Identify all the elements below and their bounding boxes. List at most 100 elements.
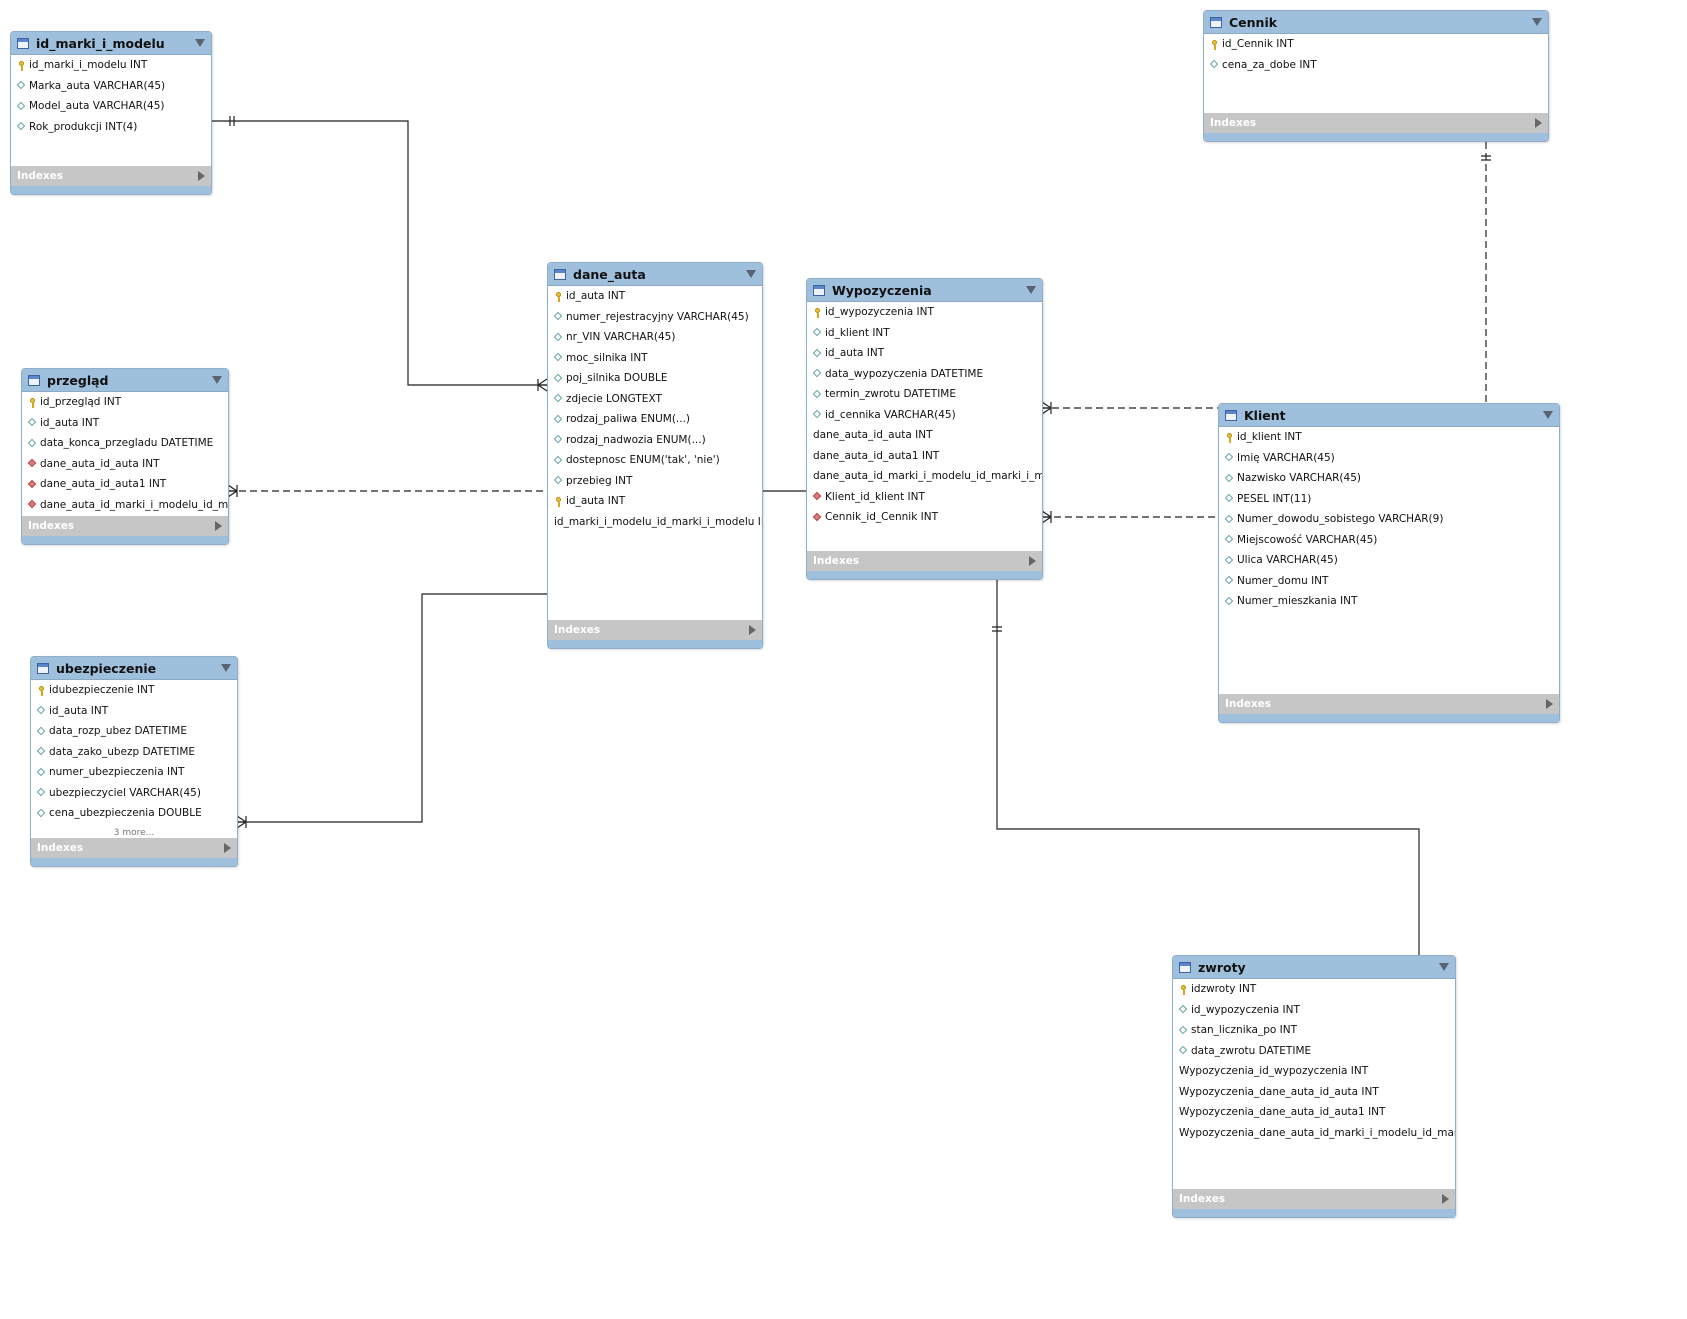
column-row[interactable]: zdjecie LONGTEXT [548, 389, 762, 410]
column-row[interactable]: idubezpieczenie INT [31, 680, 237, 701]
column-row[interactable]: stan_licznika_po INT [1173, 1020, 1455, 1041]
column-row[interactable]: Imię VARCHAR(45) [1219, 448, 1559, 469]
collapse-arrow-icon[interactable] [1543, 411, 1553, 419]
expand-arrow-icon[interactable] [1546, 699, 1553, 709]
column-row[interactable]: id_klient INT [1219, 427, 1559, 448]
column-row[interactable]: PESEL INT(11) [1219, 489, 1559, 510]
collapse-arrow-icon[interactable] [1439, 963, 1449, 971]
column-row[interactable]: id_auta INT [548, 286, 762, 307]
column-row[interactable]: numer_ubezpieczenia INT [31, 762, 237, 783]
rel-dane-auta-ubezpieczenie[interactable] [237, 593, 547, 823]
collapse-arrow-icon[interactable] [746, 270, 756, 278]
column-row[interactable]: Wypozyczenia_dane_auta_id_auta1 INT [1173, 1102, 1455, 1123]
expand-arrow-icon[interactable] [749, 625, 756, 635]
column-row[interactable]: Wypozyczenia_dane_auta_id_marki_i_modelu… [1173, 1123, 1455, 1144]
column-row[interactable]: Marka_auta VARCHAR(45) [11, 76, 211, 97]
column-row[interactable]: id_Cennik INT [1204, 34, 1548, 55]
column-row[interactable]: Wypozyczenia_id_wypozyczenia INT [1173, 1061, 1455, 1082]
column-row[interactable]: id_klient INT [807, 323, 1042, 344]
rel-marki-dane-auta[interactable] [211, 120, 547, 386]
column-row[interactable]: dane_auta_id_auta1 INT [22, 474, 228, 495]
column-row[interactable]: numer_rejestracyjny VARCHAR(45) [548, 307, 762, 328]
column-row[interactable]: id_cennika VARCHAR(45) [807, 405, 1042, 426]
column-row[interactable]: dane_auta_id_auta1 INT [807, 446, 1042, 467]
table-header[interactable]: Cennik [1204, 11, 1548, 34]
column-row[interactable]: data_konca_przegladu DATETIME [22, 433, 228, 454]
column-row[interactable]: nr_VIN VARCHAR(45) [548, 327, 762, 348]
collapse-arrow-icon[interactable] [195, 39, 205, 47]
column-row[interactable]: dane_auta_id_marki_i_modelu_id_mar... [22, 495, 228, 516]
column-row[interactable]: data_zwrotu DATETIME [1173, 1041, 1455, 1062]
column-row[interactable]: id_marki_i_modelu INT [11, 55, 211, 76]
table-header[interactable]: ubezpieczenie [31, 657, 237, 680]
collapse-arrow-icon[interactable] [1026, 286, 1036, 294]
indexes-section[interactable]: Indexes [22, 516, 228, 536]
indexes-section[interactable]: Indexes [807, 551, 1042, 571]
column-row[interactable]: ubezpieczyciel VARCHAR(45) [31, 783, 237, 804]
column-row[interactable]: id_przegląd INT [22, 392, 228, 413]
expand-arrow-icon[interactable] [215, 521, 222, 531]
column-row[interactable]: Rok_produkcji INT(4) [11, 117, 211, 138]
column-row[interactable]: Klient_id_klient INT [807, 487, 1042, 508]
column-row[interactable]: data_zako_ubezp DATETIME [31, 742, 237, 763]
rel-wypozyczenia-zwroty[interactable] [996, 578, 1420, 955]
collapse-arrow-icon[interactable] [1532, 18, 1542, 26]
table-header[interactable]: id_marki_i_modelu [11, 32, 211, 55]
collapse-arrow-icon[interactable] [212, 376, 222, 384]
column-row[interactable]: dane_auta_id_marki_i_modelu_id_marki_i_m… [807, 466, 1042, 487]
indexes-section[interactable]: Indexes [11, 166, 211, 186]
column-row[interactable]: rodzaj_paliwa ENUM(...) [548, 409, 762, 430]
column-row[interactable]: Numer_dowodu_sobistego VARCHAR(9) [1219, 509, 1559, 530]
table-header[interactable]: zwroty [1173, 956, 1455, 979]
column-row[interactable]: id_auta INT [31, 701, 237, 722]
indexes-section[interactable]: Indexes [1219, 694, 1559, 714]
column-row[interactable]: dane_auta_id_auta INT [807, 425, 1042, 446]
expand-arrow-icon[interactable] [1442, 1194, 1449, 1204]
rel-cennik-wypozyczenia[interactable] [1042, 142, 1487, 409]
column-row[interactable]: Cennik_id_Cennik INT [807, 507, 1042, 528]
column-row[interactable]: cena_za_dobe INT [1204, 55, 1548, 76]
column-row[interactable]: id_wypozyczenia INT [1173, 1000, 1455, 1021]
column-row[interactable]: przebieg INT [548, 471, 762, 492]
column-row[interactable]: Numer_mieszkania INT [1219, 591, 1559, 612]
column-row[interactable]: cena_ubezpieczenia DOUBLE [31, 803, 237, 824]
column-row[interactable]: idzwroty INT [1173, 979, 1455, 1000]
column-row[interactable]: id_auta INT [22, 413, 228, 434]
column-row[interactable]: Ulica VARCHAR(45) [1219, 550, 1559, 571]
rel-klient-wypozyczenia[interactable] [1042, 516, 1222, 608]
column-row[interactable]: data_rozp_ubez DATETIME [31, 721, 237, 742]
column-row[interactable]: id_marki_i_modelu_id_marki_i_modelu INT [548, 512, 762, 533]
table-header[interactable]: Klient [1219, 404, 1559, 427]
expand-arrow-icon[interactable] [224, 843, 231, 853]
more-columns-label[interactable]: 3 more... [113, 827, 155, 838]
expand-arrow-icon[interactable] [1535, 118, 1542, 128]
column-row[interactable]: Model_auta VARCHAR(45) [11, 96, 211, 117]
column-row[interactable]: Miejscowość VARCHAR(45) [1219, 530, 1559, 551]
column-row[interactable]: Wypozyczenia_dane_auta_id_auta INT [1173, 1082, 1455, 1103]
column-row[interactable]: termin_zwrotu DATETIME [807, 384, 1042, 405]
column-row[interactable]: rodzaj_nadwozia ENUM(...) [548, 430, 762, 451]
indexes-section[interactable]: Indexes [1173, 1189, 1455, 1209]
column-row[interactable]: Nazwisko VARCHAR(45) [1219, 468, 1559, 489]
column-row[interactable]: dane_auta_id_auta INT [22, 454, 228, 475]
expand-arrow-icon[interactable] [1029, 556, 1036, 566]
column-row[interactable]: id_auta INT [807, 343, 1042, 364]
column-row[interactable]: data_wypozyczenia DATETIME [807, 364, 1042, 385]
column-row[interactable]: id_wypozyczenia INT [807, 302, 1042, 323]
column-row[interactable]: id_auta INT [548, 491, 762, 512]
table-header[interactable]: dane_auta [548, 263, 762, 286]
column-row[interactable]: Numer_domu INT [1219, 571, 1559, 592]
column-row[interactable]: dostepnosc ENUM('tak', 'nie') [548, 450, 762, 471]
expand-arrow-icon[interactable] [198, 171, 205, 181]
column-row[interactable]: moc_silnika INT [548, 348, 762, 369]
indexes-section[interactable]: Indexes [548, 620, 762, 640]
indexes-section[interactable]: Indexes [1204, 113, 1548, 133]
table-header[interactable]: przegląd [22, 369, 228, 392]
